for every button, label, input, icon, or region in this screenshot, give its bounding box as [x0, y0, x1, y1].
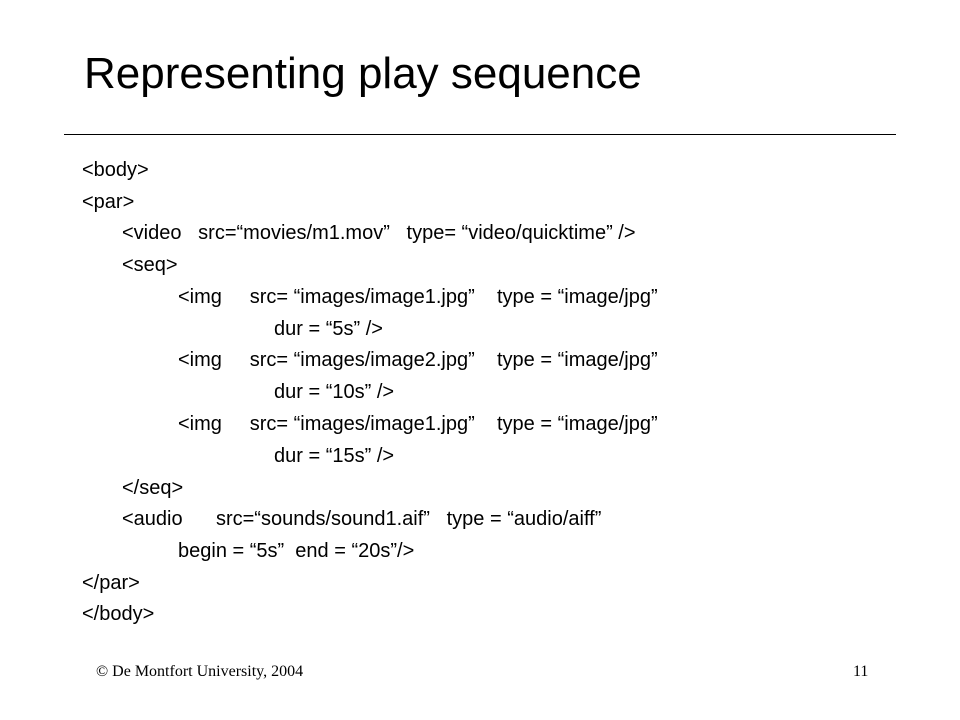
- code-line-img-3-dur: dur = “15s” />: [274, 445, 395, 467]
- code-line-audio-timing: begin = “5s” end = “20s”/>: [178, 540, 415, 562]
- code-line-img-3: <img src= “images/image1.jpg” type = “im…: [178, 413, 658, 435]
- code-line-img-1-dur: dur = “5s” />: [274, 318, 383, 340]
- code-line-body-open: <body>: [82, 159, 149, 181]
- code-line-par-open: <par>: [82, 191, 135, 213]
- footer-copyright: © De Montfort University, 2004: [96, 663, 304, 680]
- code-line-img-2-dur: dur = “10s” />: [274, 381, 395, 403]
- page-number: 11: [853, 663, 869, 680]
- code-line-video: <video src=“movies/m1.mov” type= “video/…: [122, 222, 636, 244]
- code-line-seq-open: <seq>: [122, 254, 178, 276]
- title-divider: [64, 134, 896, 135]
- code-line-audio: <audio src=“sounds/sound1.aif” type = “a…: [122, 508, 602, 530]
- slide-title: Representing play sequence: [84, 49, 642, 98]
- code-line-seq-close: </seq>: [122, 477, 184, 499]
- code-line-img-2: <img src= “images/image2.jpg” type = “im…: [178, 349, 658, 371]
- code-line-img-1: <img src= “images/image1.jpg” type = “im…: [178, 286, 658, 308]
- code-line-par-close: </par>: [82, 572, 140, 594]
- code-line-body-close: </body>: [82, 603, 155, 625]
